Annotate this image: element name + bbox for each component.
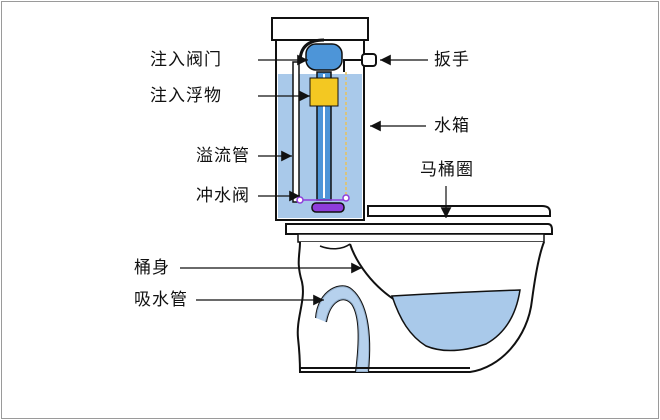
fill-valve: [298, 38, 343, 201]
inlet-valve-head: [305, 43, 343, 71]
flush-handle: [343, 53, 377, 198]
overflow-tube: [292, 61, 300, 203]
handle-knob: [361, 53, 377, 67]
toilet-seat: [285, 205, 553, 243]
label-siphon-tube: 吸水管: [134, 290, 188, 310]
label-flush-valve: 冲水阀: [196, 186, 250, 206]
bowl-water: [390, 289, 521, 352]
label-fill-float: 注入浮物: [150, 86, 222, 106]
handle-lever: [343, 59, 362, 72]
seat-lid: [367, 205, 551, 217]
label-inlet-valve: 注入阀门: [150, 50, 222, 70]
toilet-bowl: [296, 241, 545, 373]
label-overflow-tube: 溢流管: [196, 146, 250, 166]
tank-lid: [271, 17, 369, 41]
label-tank: 水箱: [434, 116, 470, 136]
label-bowl-body: 桶身: [134, 258, 170, 278]
flapper: [311, 202, 345, 213]
label-seat: 马桶圈: [420, 160, 474, 180]
flush-valve: [296, 194, 350, 213]
fill-float: [309, 77, 339, 107]
callout-arrows: [180, 54, 452, 306]
label-handle: 扳手: [434, 50, 470, 70]
seat-ring: [285, 223, 553, 235]
